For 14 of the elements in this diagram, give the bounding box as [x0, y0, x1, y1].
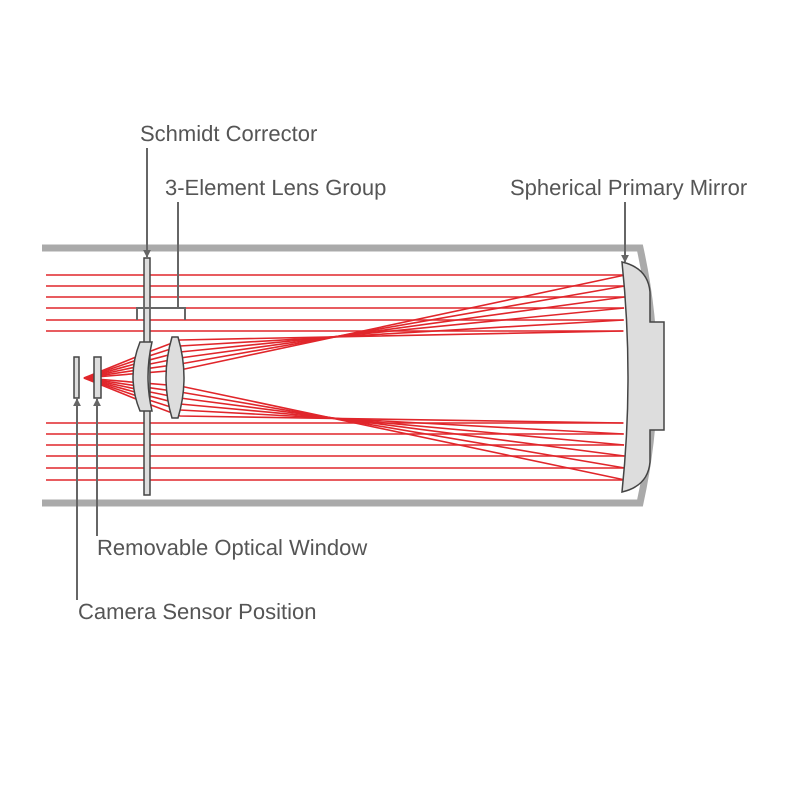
lens-group-drawing	[132, 307, 186, 419]
part-label: Camera Sensor Position	[78, 599, 316, 625]
part-label: Removable Optical Window	[97, 535, 368, 561]
mirror-drawing	[621, 261, 665, 493]
part-label: 3-Element Lens Group	[165, 175, 386, 201]
part-label: Schmidt Corrector	[140, 121, 318, 147]
part-label: Spherical Primary Mirror	[510, 175, 748, 201]
optical-window	[93, 356, 102, 399]
leader-line	[621, 202, 629, 263]
leader-line	[177, 202, 179, 308]
leader-line	[93, 398, 101, 536]
leader-line	[143, 148, 151, 258]
leader-line	[73, 398, 81, 600]
sensor-plate	[73, 356, 80, 399]
